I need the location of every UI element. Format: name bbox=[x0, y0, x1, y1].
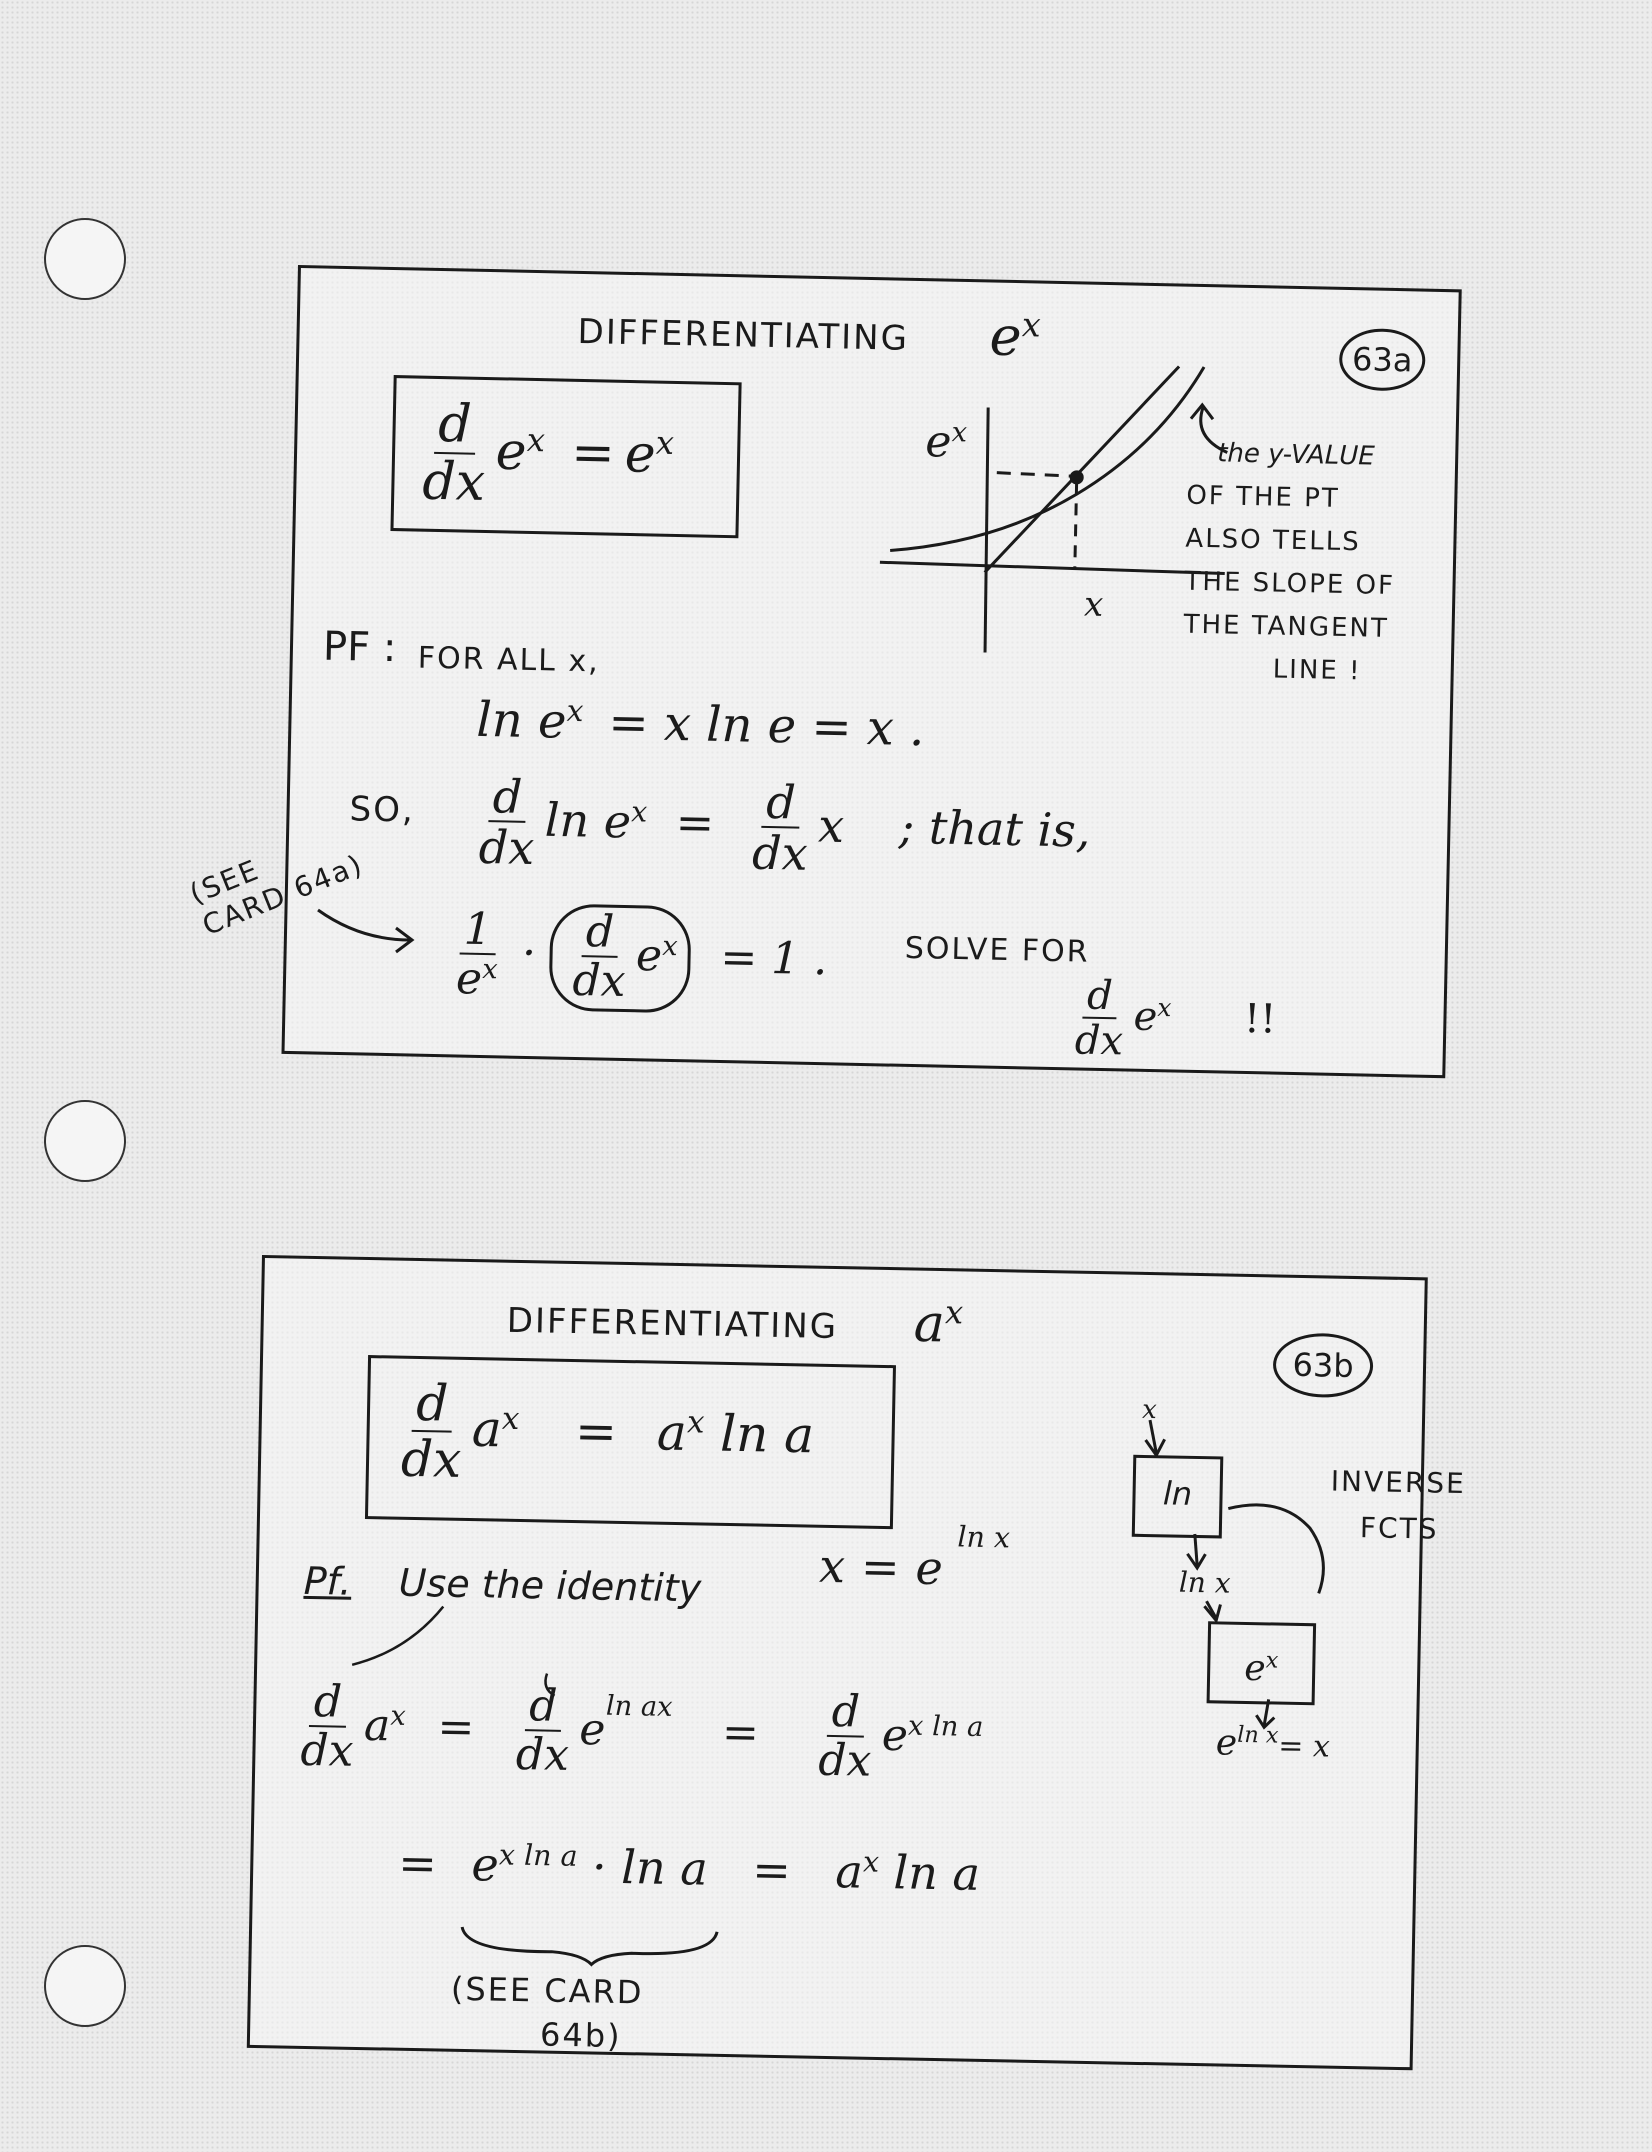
identity-pointer bbox=[351, 1605, 556, 1697]
see-card-64b-note: (SEE CARD 64b) bbox=[450, 1969, 644, 2056]
diagram-arrows bbox=[1144, 1419, 1325, 1730]
graph-x-axis bbox=[879, 560, 1225, 575]
inverse-bracket bbox=[1227, 1503, 1325, 1594]
dashed-y-guide bbox=[996, 471, 1077, 478]
tangent-point bbox=[1069, 470, 1084, 485]
binder-hole-top bbox=[44, 218, 126, 300]
graph-y-axis bbox=[983, 407, 990, 653]
exp-graph bbox=[879, 365, 1228, 653]
dashed-x-guide bbox=[1073, 482, 1079, 570]
tangent-line bbox=[983, 365, 1181, 574]
binder-hole-bottom bbox=[44, 1945, 126, 2027]
binder-hole-middle bbox=[44, 1100, 126, 1182]
exp-curve bbox=[890, 366, 1206, 552]
note-arrow bbox=[1199, 406, 1228, 454]
underbrace bbox=[460, 1926, 719, 1967]
